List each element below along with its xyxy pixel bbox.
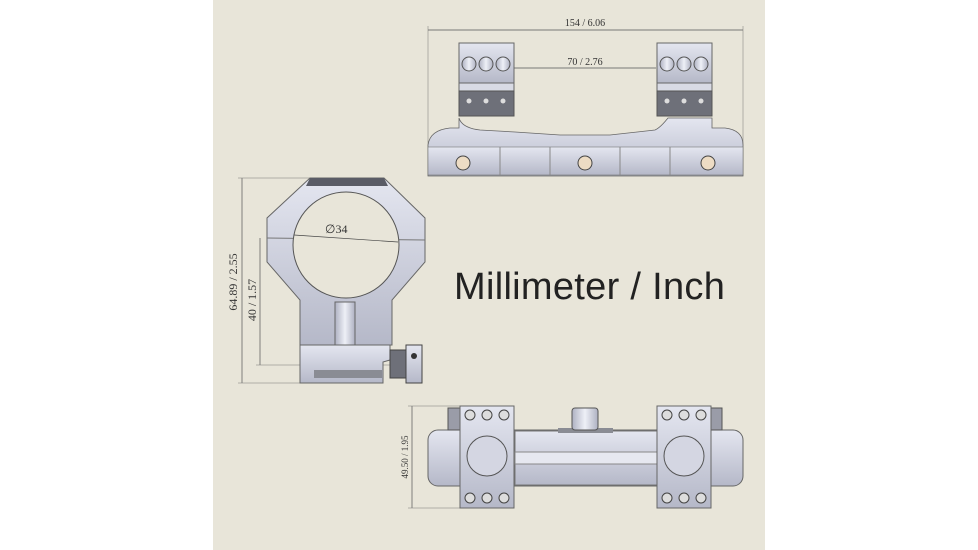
clamp-bolt-icon xyxy=(405,344,423,384)
units-label: Millimeter / Inch xyxy=(454,266,726,308)
dimension-center-height-label: 40 / 1.57 xyxy=(245,279,259,321)
dimension-height-label: 64.89 / 2.55 xyxy=(226,253,240,310)
side-view: 154 / 6.06 70 / 2.76 xyxy=(427,18,744,177)
bolt-hole-icon xyxy=(577,155,593,171)
ring-tower-left xyxy=(458,42,515,117)
bolt-hole-icon xyxy=(455,155,471,171)
ring-tower-right xyxy=(656,42,713,117)
bolt-hole-icon xyxy=(700,155,716,171)
dimension-spacing-label: 70 / 2.76 xyxy=(567,57,602,68)
dimension-diameter-label: ∅34 xyxy=(325,222,347,236)
front-view: 64.89 / 2.55 40 / 1.57 ∅34 xyxy=(226,177,426,384)
dimension-length-label: 154 / 6.06 xyxy=(565,18,605,29)
scope-ring-bore xyxy=(292,191,400,299)
